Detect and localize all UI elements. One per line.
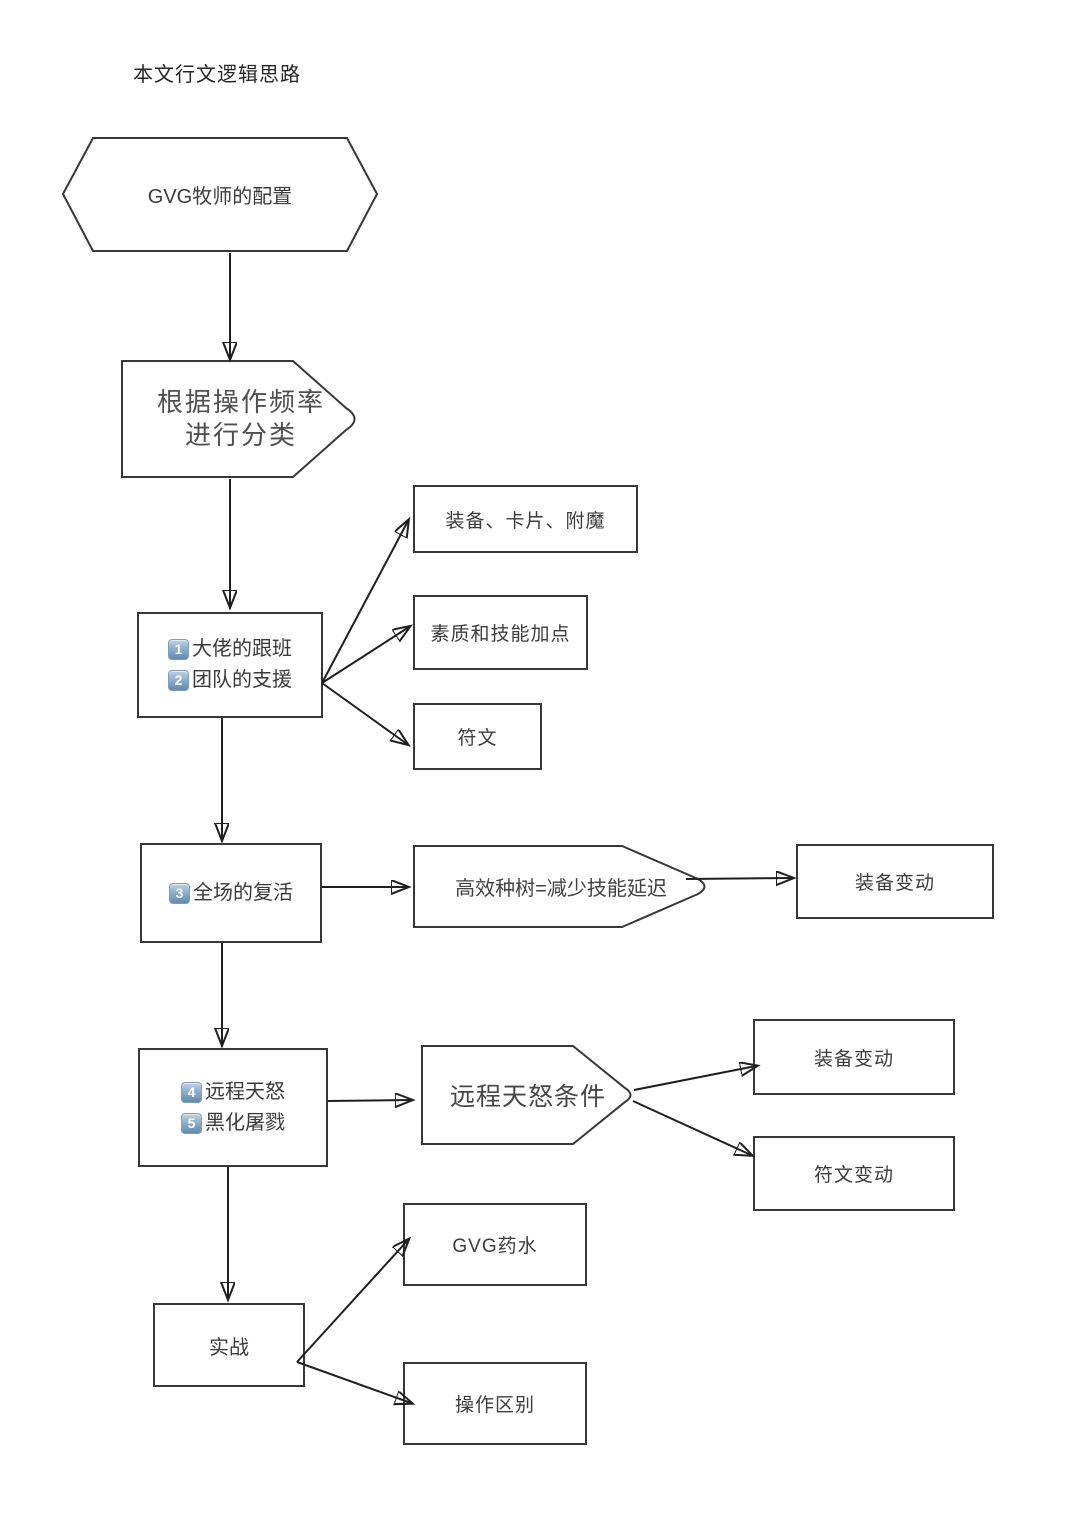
item-text: 黑化屠戮: [205, 1111, 285, 1134]
edge-wrath-equip-change-mid: [633, 1066, 756, 1091]
node-group-1-2: 1 大佬的跟班 2 团队的支援: [137, 612, 323, 718]
keycap-5-icon: 5: [181, 1112, 202, 1134]
item-text: 全场的复活: [193, 881, 293, 904]
node-runes: 符文: [413, 703, 542, 770]
edge-group45-wrath-condition: [327, 1100, 411, 1101]
node-revive: 3 全场的复活: [140, 843, 322, 943]
node-stats-skill-points: 素质和技能加点: [413, 595, 588, 670]
node-label: 装备变动: [813, 1048, 894, 1070]
classify-line-2: 进行分类: [184, 420, 297, 450]
keycap-2-icon: 2: [168, 670, 189, 691]
node-label: 高效种树=减少技能延迟: [455, 878, 667, 900]
node-rune-change: 符文变动: [753, 1136, 955, 1211]
keycap-4-icon: 4: [181, 1081, 202, 1103]
node-start-hexagon: GVG牧师的配置: [61, 137, 379, 252]
item-text: 团队的支援: [192, 669, 292, 691]
edge-group12-runes: [321, 682, 407, 744]
list-item: 3 全场的复活: [169, 878, 293, 909]
node-tree-signpost: 高效种树=减少技能延迟: [413, 845, 709, 928]
node-equip-card-enchant: 装备、卡片、附魔: [413, 485, 638, 553]
node-equip-change-top: 装备变动: [796, 844, 994, 919]
node-gvg-potion: GVG药水: [403, 1203, 587, 1286]
edge-wrath-rune-change: [632, 1100, 751, 1155]
edge-practice-gvg-potion: [296, 1240, 408, 1363]
node-operation-diff: 操作区别: [403, 1362, 587, 1445]
edge-group12-equip-card-enchant: [321, 521, 408, 684]
item-text: 远程天怒: [205, 1080, 285, 1103]
keycap-3-icon: 3: [169, 882, 190, 904]
edge-practice-operation-diff: [296, 1361, 411, 1403]
signpost-shape: [421, 1045, 632, 1145]
list-item: 2 团队的支援: [168, 665, 292, 696]
hexagon-shape: [61, 137, 379, 252]
diagram-title: 本文行文逻辑思路: [133, 64, 301, 86]
node-label: GVG牧师的配置: [147, 186, 293, 208]
item-text: 大佬的跟班: [192, 638, 292, 660]
node-label: 素质和技能加点: [430, 624, 571, 645]
node-label: 装备、卡片、附魔: [445, 510, 606, 532]
node-label: 远程天怒条件: [449, 1083, 606, 1111]
node-label: 符文: [457, 728, 498, 749]
keycap-1-icon: 1: [168, 639, 189, 660]
classify-line-1: 根据操作频率: [156, 387, 325, 417]
node-label: GVG药水: [452, 1236, 538, 1257]
node-label: 装备变动: [854, 873, 935, 894]
node-label: 根据操作频率 进行分类: [157, 386, 325, 452]
node-label: 符文变动: [813, 1165, 894, 1186]
node-label: 操作区别: [454, 1395, 535, 1416]
node-practice: 实战: [153, 1303, 305, 1387]
edge-group12-stats-skill-points: [321, 627, 409, 684]
node-wrath-condition-signpost: 远程天怒条件: [421, 1045, 635, 1145]
list-item: 1 大佬的跟班: [168, 634, 292, 665]
list-item: 4 远程天怒: [181, 1077, 285, 1108]
list-item: 5 黑化屠戮: [181, 1108, 285, 1139]
signpost-shape: [121, 360, 356, 478]
node-equip-change-mid: 装备变动: [753, 1019, 955, 1095]
node-group-4-5: 4 远程天怒 5 黑化屠戮: [138, 1048, 328, 1167]
node-classify-signpost: 根据操作频率 进行分类: [121, 360, 361, 478]
node-label: 实战: [209, 1336, 249, 1359]
